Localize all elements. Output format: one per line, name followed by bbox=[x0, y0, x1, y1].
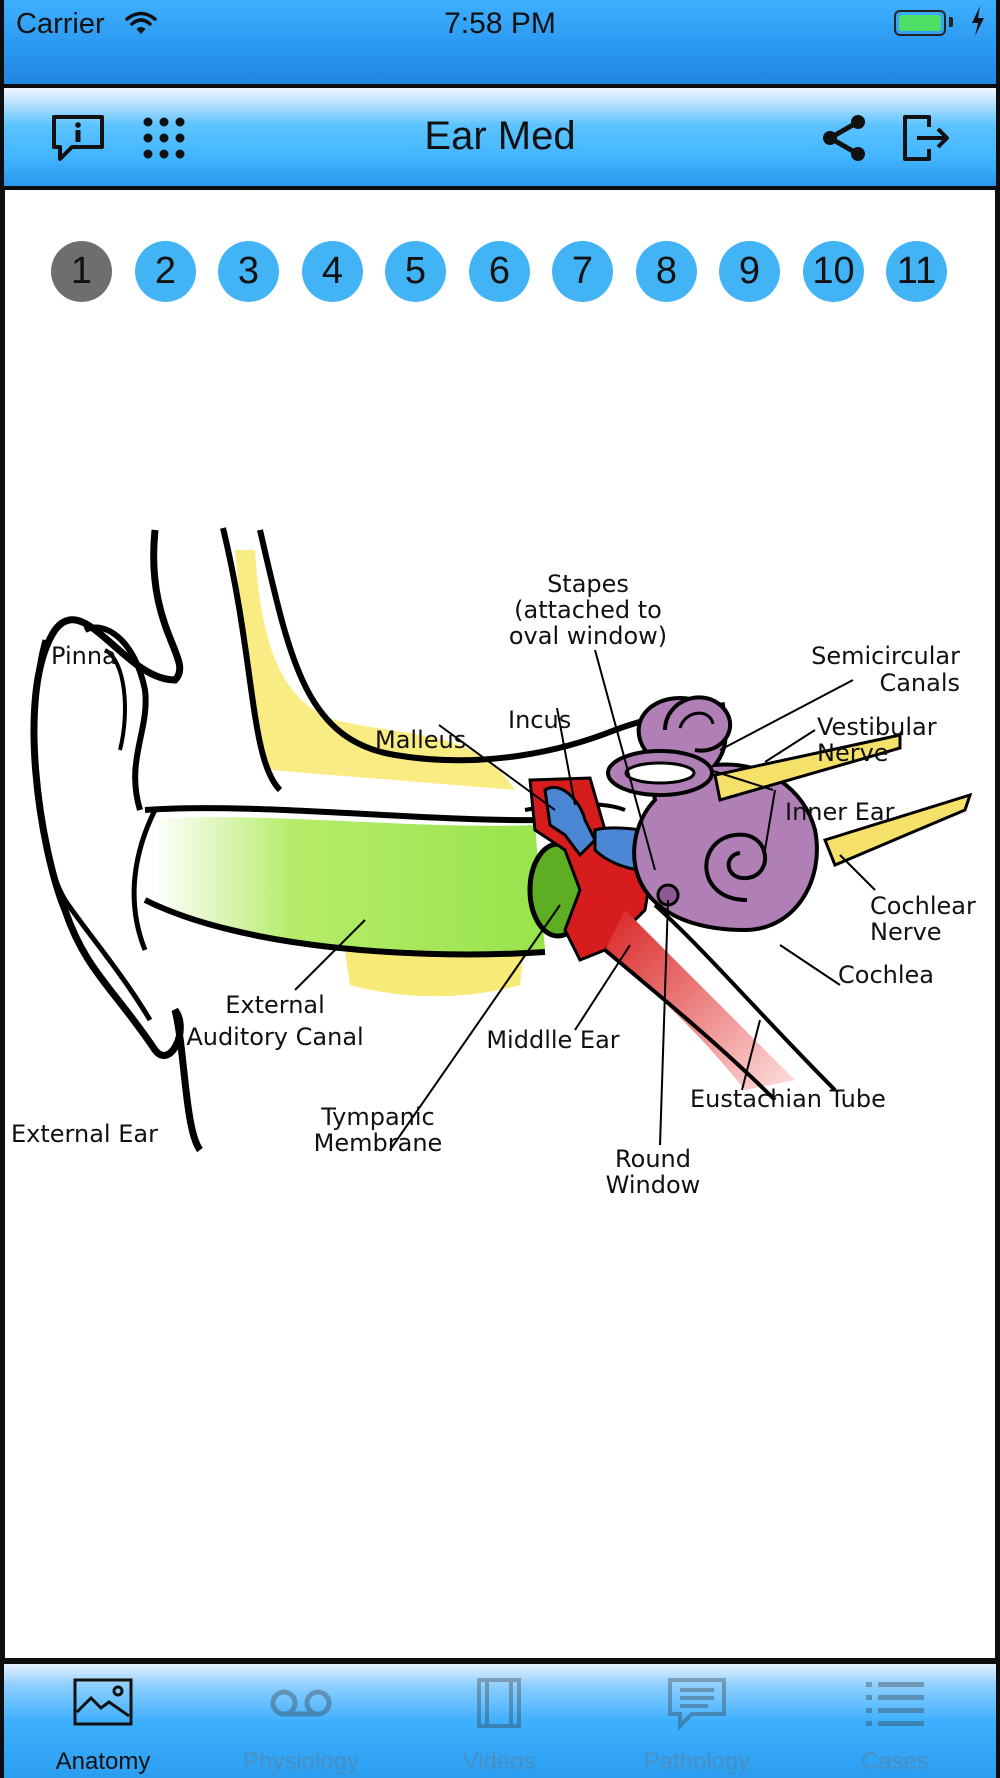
status-bar: Carrier 7:58 PM bbox=[4, 0, 996, 84]
tab-label: Anatomy bbox=[55, 1748, 151, 1775]
battery-tip bbox=[949, 17, 953, 27]
film-icon bbox=[477, 1678, 521, 1733]
page-button-7[interactable]: 7 bbox=[552, 241, 613, 302]
label-incus: Incus bbox=[508, 706, 571, 734]
tab-videos[interactable]: Videos bbox=[400, 1664, 598, 1778]
tab-bar: Anatomy Physiology Videos bbox=[4, 1664, 996, 1778]
list-icon bbox=[866, 1678, 924, 1731]
label-semicircular-1: Semicircular bbox=[811, 642, 960, 670]
page-button-8[interactable]: 8 bbox=[636, 241, 697, 302]
label-cochlea: Cochlea bbox=[838, 961, 934, 989]
tab-label: Physiology bbox=[242, 1748, 360, 1775]
page-button-5[interactable]: 5 bbox=[385, 241, 446, 302]
label-eustachian: Eustachian Tube bbox=[690, 1085, 886, 1113]
label-middle-ear: Middlle Ear bbox=[486, 1026, 619, 1054]
tab-anatomy[interactable]: Anatomy bbox=[4, 1664, 202, 1778]
label-stapes-2: (attached to bbox=[514, 596, 662, 624]
label-semicircular-2: Canals bbox=[879, 669, 960, 697]
label-external-canal-1: External bbox=[225, 991, 325, 1019]
navigation-bar: Ear Med bbox=[4, 88, 996, 186]
voicemail-icon bbox=[269, 1686, 333, 1725]
wifi-icon bbox=[124, 10, 158, 41]
page-button-1[interactable]: 1 bbox=[51, 241, 112, 302]
ear-anatomy-diagram: Stapes (attached to oval window) Semicir… bbox=[5, 430, 995, 1350]
tab-physiology[interactable]: Physiology bbox=[202, 1664, 400, 1778]
image-icon bbox=[73, 1678, 133, 1733]
label-stapes-3: oval window) bbox=[509, 622, 667, 650]
page-button-2[interactable]: 2 bbox=[135, 241, 196, 302]
grid-icon[interactable] bbox=[134, 108, 194, 168]
charging-bolt-icon bbox=[970, 6, 986, 41]
label-inner-ear: Inner Ear bbox=[785, 798, 895, 826]
clock: 7:58 PM bbox=[444, 7, 556, 40]
label-external-ear: External Ear bbox=[11, 1120, 158, 1148]
label-cochlear-nerve-1: Cochlear bbox=[870, 892, 976, 920]
info-icon[interactable] bbox=[48, 108, 108, 168]
tab-label: Videos bbox=[462, 1748, 536, 1775]
page-button-3[interactable]: 3 bbox=[218, 241, 279, 302]
label-round-window-2: Window bbox=[606, 1171, 701, 1199]
label-round-window-1: Round bbox=[615, 1145, 691, 1173]
label-vestibular-1: Vestibular bbox=[817, 713, 937, 741]
label-pinna: Pinna bbox=[51, 642, 117, 670]
tab-cases[interactable]: Cases bbox=[796, 1664, 994, 1778]
page-button-9[interactable]: 9 bbox=[719, 241, 780, 302]
label-malleus: Malleus bbox=[375, 726, 466, 754]
tab-label: Pathology bbox=[643, 1748, 751, 1775]
tab-pathology[interactable]: Pathology bbox=[598, 1664, 796, 1778]
label-external-canal-2: Auditory Canal bbox=[186, 1023, 363, 1051]
battery-icon bbox=[894, 10, 946, 36]
page-button-10[interactable]: 10 bbox=[803, 241, 864, 302]
page-title: Ear Med bbox=[424, 114, 576, 158]
page-button-6[interactable]: 6 bbox=[469, 241, 530, 302]
tab-label: Cases bbox=[860, 1748, 930, 1775]
share-icon[interactable] bbox=[814, 108, 874, 168]
page-button-11[interactable]: 11 bbox=[886, 241, 947, 302]
label-stapes-1: Stapes bbox=[547, 570, 629, 598]
page-button-4[interactable]: 4 bbox=[302, 241, 363, 302]
label-tympanic-1: Tympanic bbox=[320, 1103, 435, 1131]
exit-icon[interactable] bbox=[896, 108, 956, 168]
carrier-label: Carrier bbox=[16, 8, 105, 40]
chat-icon bbox=[668, 1678, 726, 1735]
label-cochlear-nerve-2: Nerve bbox=[870, 918, 942, 946]
label-tympanic-2: Membrane bbox=[314, 1129, 443, 1157]
label-vestibular-2: Nerve bbox=[817, 739, 889, 767]
